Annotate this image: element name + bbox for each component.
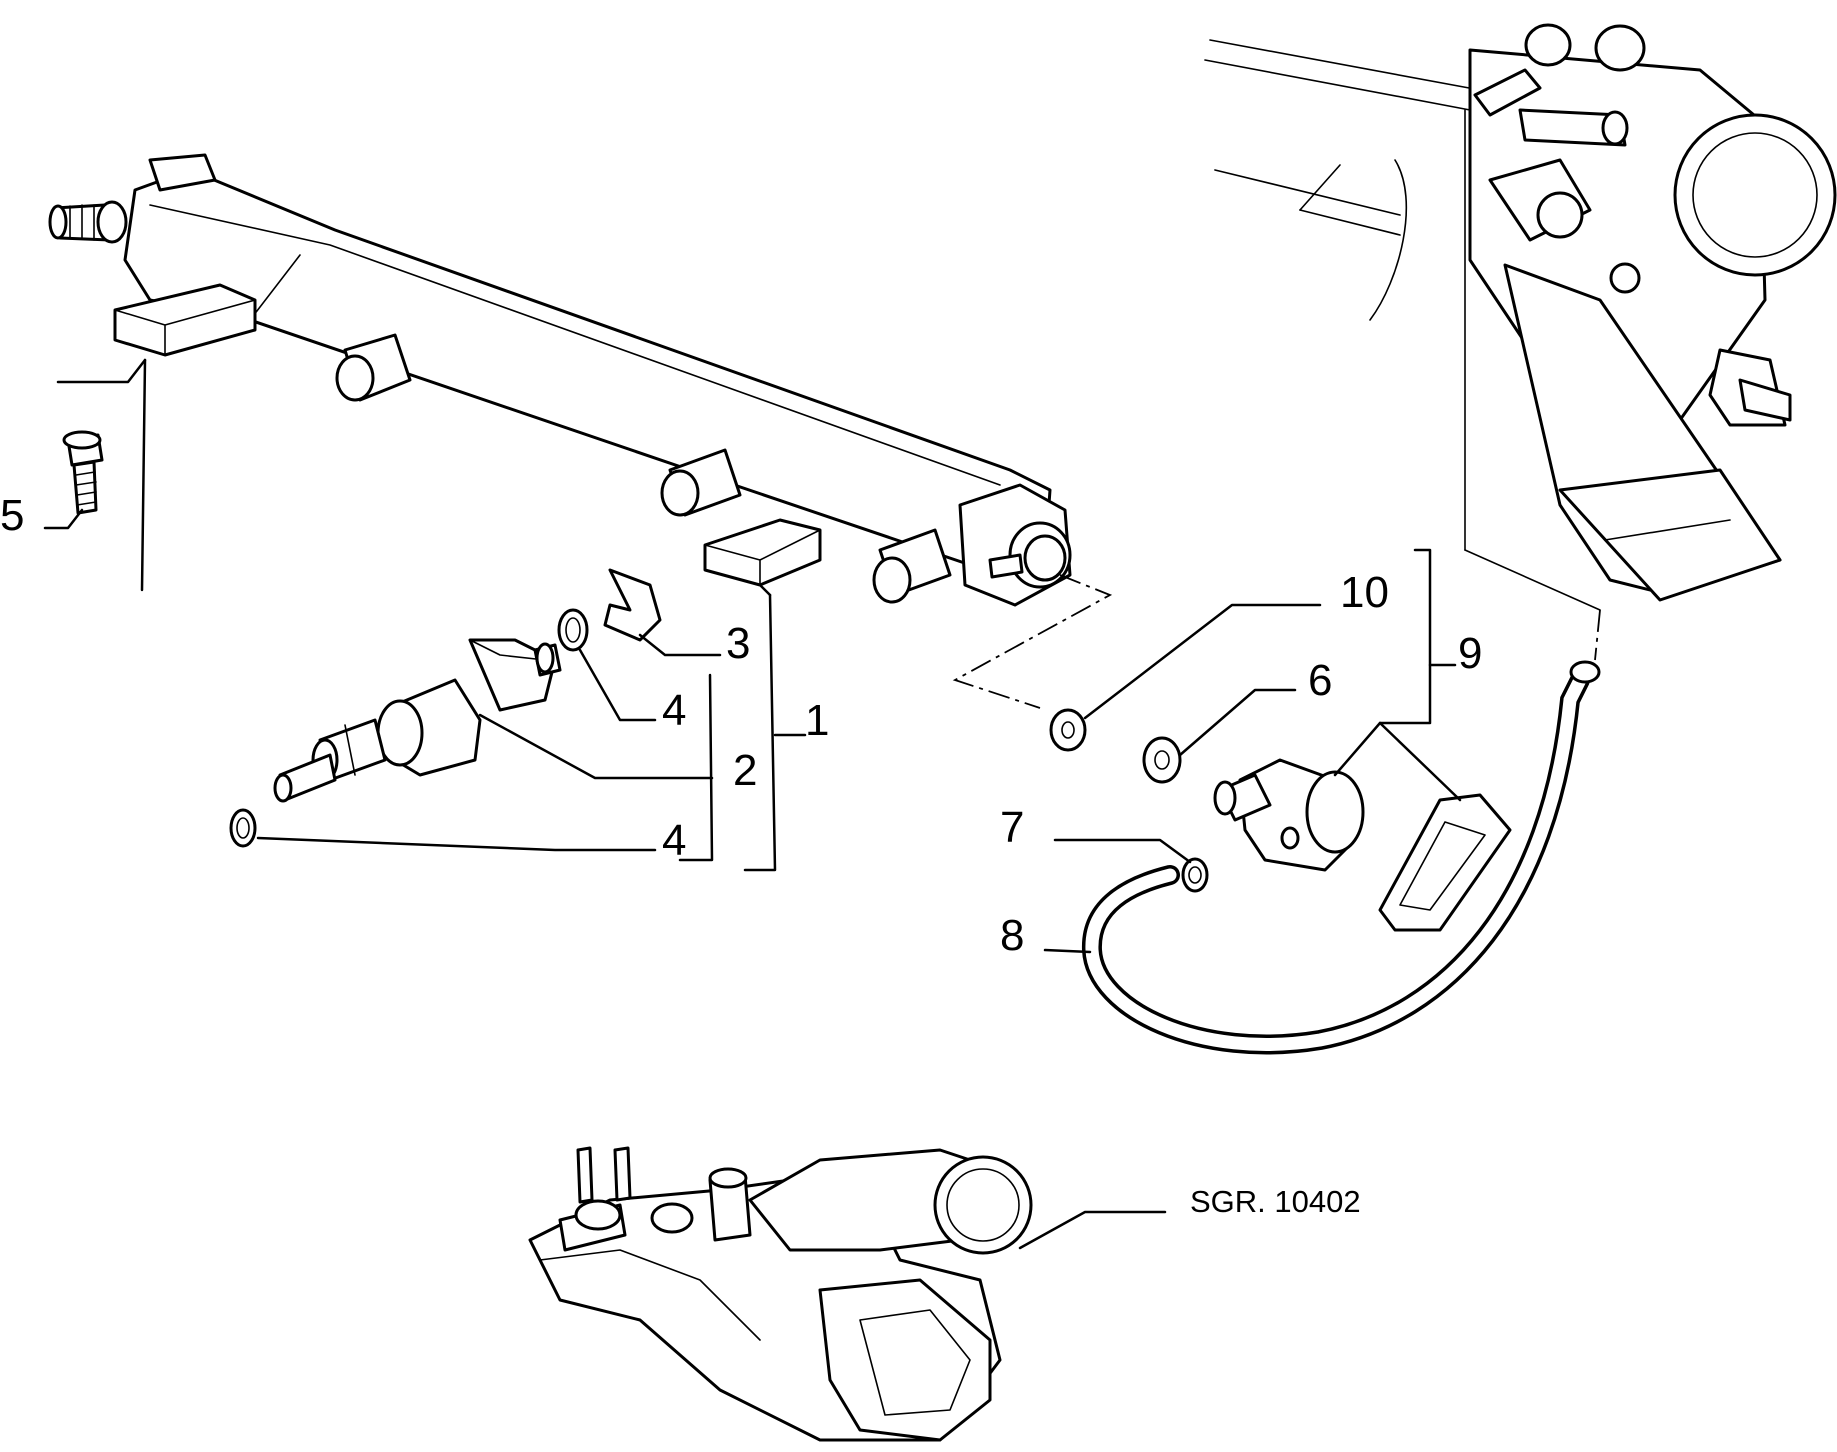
reference-label: SGR. 10402 <box>1190 1184 1361 1219</box>
callout-3: 3 <box>726 619 750 668</box>
leader-lines <box>43 358 1462 1250</box>
regulator-bracket <box>1378 793 1512 932</box>
callout-1: 1 <box>805 696 829 745</box>
callout-7: 7 <box>1000 803 1024 852</box>
fuel-rail <box>48 153 1072 607</box>
rail-regulator-housing <box>958 483 1072 607</box>
rail-port-1 <box>335 333 412 402</box>
callout-labels: 1 2 3 4 4 5 6 7 8 9 10 SGR. 10402 <box>0 491 1482 1219</box>
callout-5: 5 <box>0 491 24 540</box>
washer-6 <box>1142 736 1182 784</box>
callout-6: 6 <box>1308 656 1332 705</box>
mounting-bolt <box>62 430 104 515</box>
thermostat-housing <box>528 1146 1033 1442</box>
alignment-lines <box>952 574 1601 709</box>
o-ring-upper <box>557 608 589 652</box>
callout-8: 8 <box>1000 911 1024 960</box>
callout-9: 9 <box>1458 629 1482 678</box>
callout-4-lower: 4 <box>662 816 686 865</box>
vacuum-hose <box>1081 660 1601 1055</box>
throttle-body <box>1204 23 1837 611</box>
hose-clip-7 <box>1181 857 1209 893</box>
washer-10 <box>1049 708 1087 752</box>
fuel-injector <box>273 638 562 803</box>
pressure-regulator <box>1213 758 1365 872</box>
callout-4-upper: 4 <box>662 686 686 735</box>
rail-port-3 <box>872 528 952 604</box>
rail-port-2 <box>660 448 742 517</box>
callout-2: 2 <box>733 746 757 795</box>
o-ring-lower <box>229 808 257 848</box>
injector-clip <box>603 568 662 642</box>
callout-10: 10 <box>1340 568 1389 617</box>
